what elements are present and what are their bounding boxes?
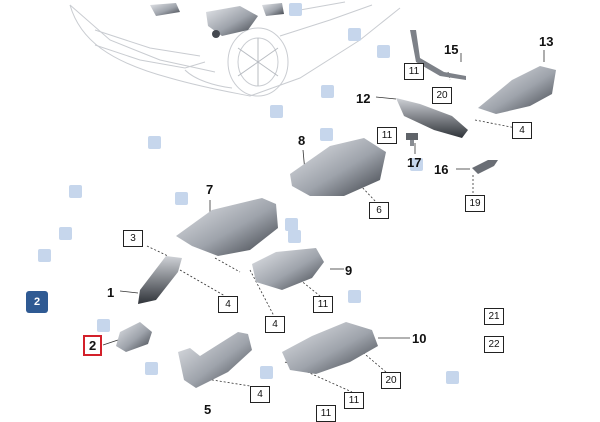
ref-box-11[interactable]: 11	[344, 392, 364, 409]
part-13-heat-shield	[478, 66, 556, 114]
marker	[289, 3, 302, 16]
callout-15: 15	[444, 42, 459, 57]
ref-box-4[interactable]: 4	[218, 296, 238, 313]
marker	[285, 218, 298, 231]
ref-box-11[interactable]: 11	[316, 405, 336, 422]
ref-box-11[interactable]: 11	[313, 296, 333, 313]
marker	[270, 105, 283, 118]
marker	[175, 192, 188, 205]
part-2-bracket	[116, 322, 152, 352]
marker	[377, 45, 390, 58]
part-17-fastener	[406, 133, 418, 146]
callout-2-selected[interactable]: 2	[83, 335, 103, 356]
marker	[321, 85, 334, 98]
ref-box-20[interactable]: 20	[381, 372, 401, 389]
car-front-parts	[150, 3, 284, 38]
marker	[59, 227, 72, 240]
marker	[410, 158, 423, 171]
marker	[260, 366, 273, 379]
ref-box-6[interactable]: 6	[369, 202, 389, 219]
marker	[288, 230, 301, 243]
marker	[348, 28, 361, 41]
ref-box-4[interactable]: 4	[265, 316, 285, 333]
ref-box-21[interactable]: 21	[484, 308, 504, 325]
ref-box-20[interactable]: 20	[432, 87, 452, 104]
marker	[97, 319, 110, 332]
part-8-heat-shield	[290, 138, 386, 196]
ref-box-11[interactable]: 11	[404, 63, 424, 80]
callout-8: 8	[298, 133, 306, 148]
marker	[348, 290, 361, 303]
wheel	[237, 38, 279, 86]
part-7-heat-shield	[176, 198, 278, 256]
part-9-heat-shield	[252, 248, 324, 290]
ref-box-19[interactable]: 19	[465, 195, 485, 212]
callout-13: 13	[539, 34, 554, 49]
part-12-shield-strip	[396, 98, 468, 138]
marker	[145, 362, 158, 375]
parts-diagram	[69, 1, 556, 393]
ref-box-4[interactable]: 4	[512, 122, 532, 139]
callout-17: 17	[407, 155, 422, 170]
marker	[148, 136, 161, 149]
part-15-strap	[410, 30, 466, 80]
part-1-heat-shield	[138, 256, 182, 304]
marker	[320, 128, 333, 141]
callout-12: 12	[356, 91, 371, 106]
callout-16: 16	[434, 162, 449, 177]
part-10-underbody-shield	[282, 322, 378, 374]
marker	[446, 371, 459, 384]
marker	[38, 249, 51, 262]
ref-box-4[interactable]: 4	[250, 386, 270, 403]
selected-part-badge[interactable]: 2	[26, 291, 48, 313]
marker	[69, 185, 82, 198]
callout-9: 9	[345, 263, 353, 278]
callout-lines	[102, 50, 545, 346]
part-5-heat-shield	[178, 332, 252, 388]
callout-10: 10	[412, 331, 427, 346]
ref-box-11[interactable]: 11	[377, 127, 397, 144]
car-outline	[69, 1, 401, 97]
part-16-clip	[472, 160, 498, 174]
ref-box-22[interactable]: 22	[484, 336, 504, 353]
callout-7: 7	[206, 182, 214, 197]
ref-box-3[interactable]: 3	[123, 230, 143, 247]
callout-1: 1	[107, 285, 115, 300]
